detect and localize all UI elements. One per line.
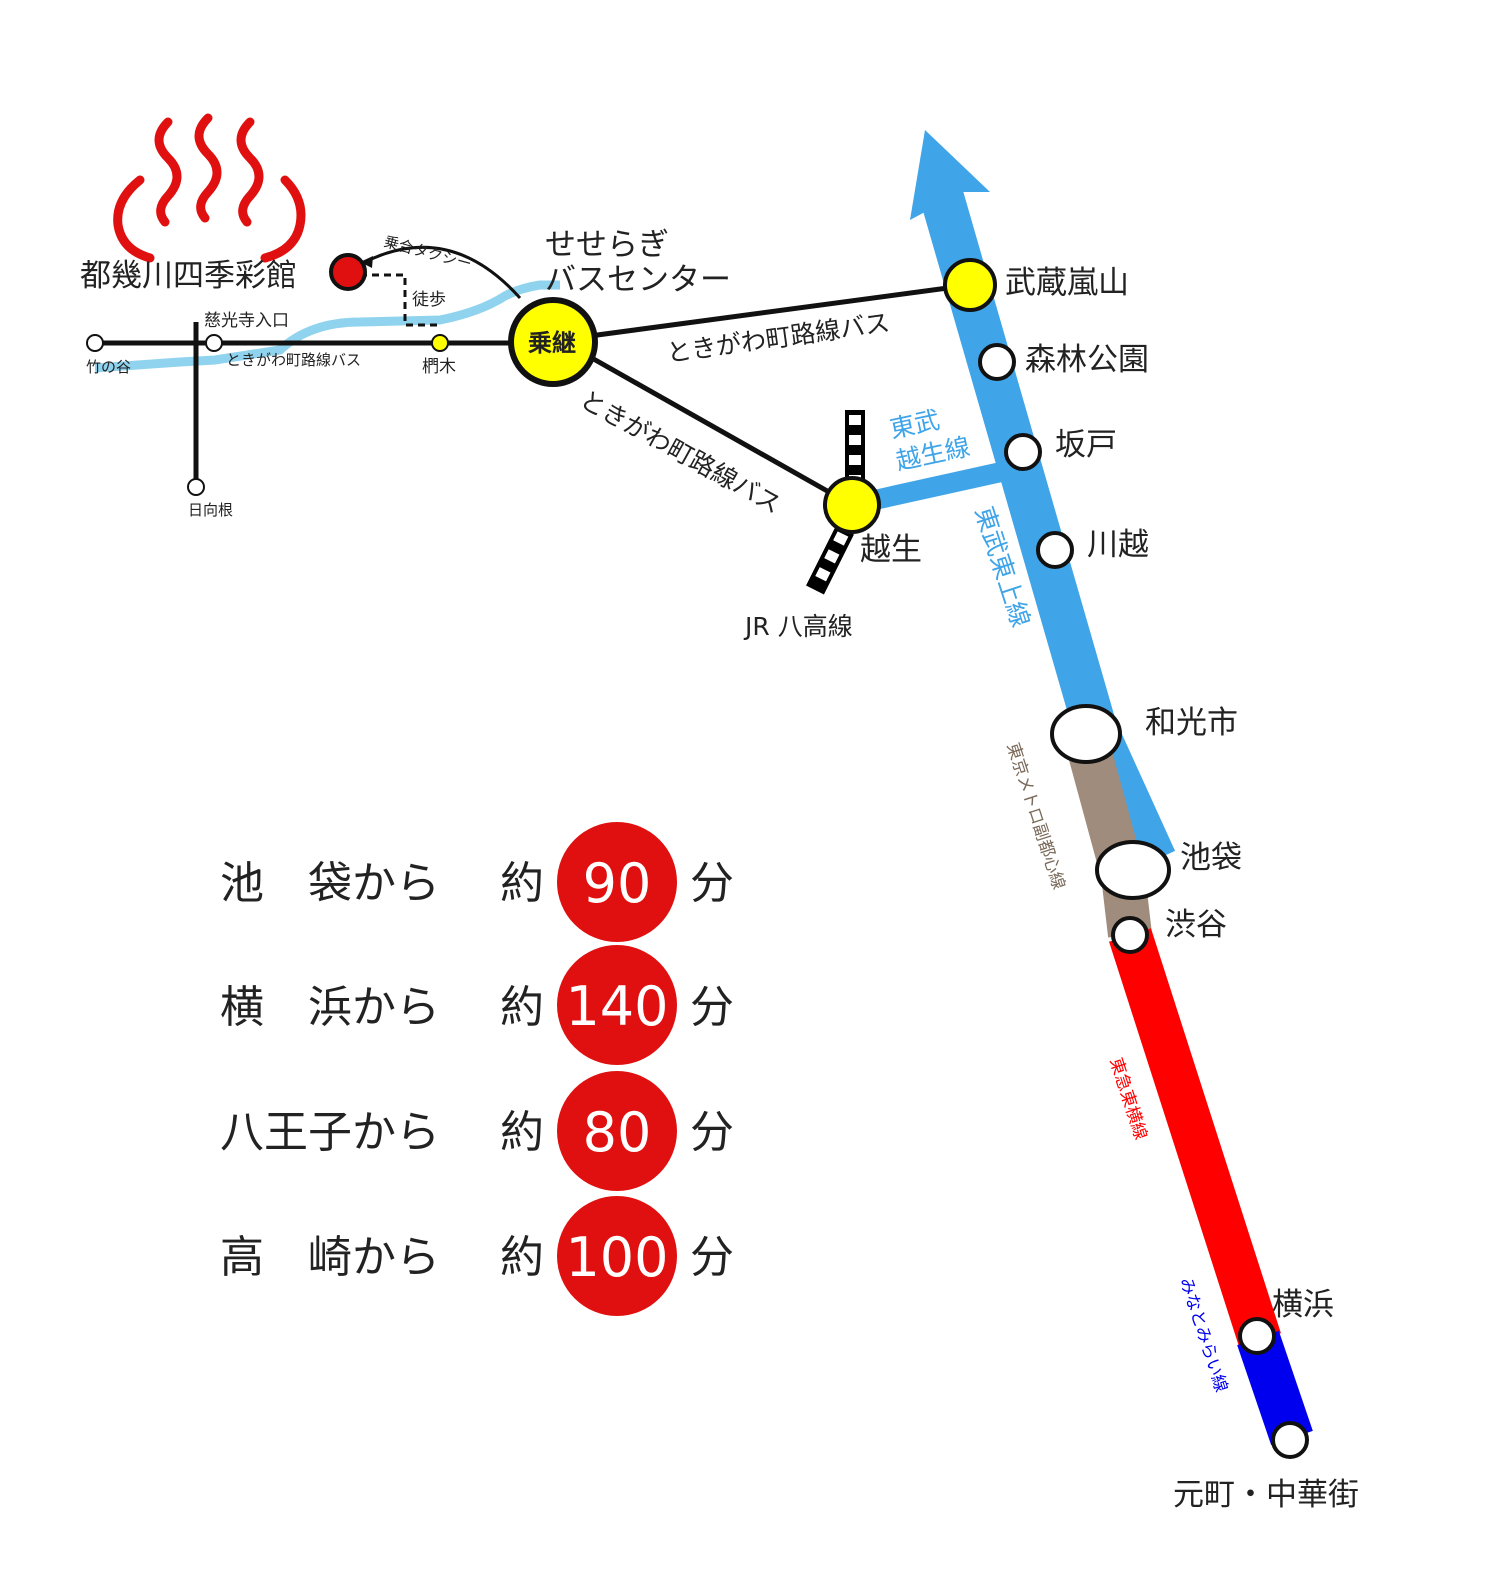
unit-label: 分 — [690, 1107, 734, 1158]
travel-time-row: 池 袋から 約 90 分 — [220, 822, 734, 942]
origin-label: 横 浜から — [220, 982, 440, 1033]
unit-label: 分 — [690, 858, 734, 909]
prefix-label: 約 — [500, 858, 544, 909]
station-ogose-label: 越生 — [860, 532, 922, 568]
origin-label: 八王子から — [220, 1107, 440, 1158]
station-wakoshi-label: 和光市 — [1145, 705, 1238, 741]
station-musashi-ranzan-label: 武蔵嵐山 — [1005, 265, 1129, 301]
minutes-value: 90 — [583, 852, 652, 915]
station-kawagoe-label: 川越 — [1087, 527, 1149, 563]
shared-taxi-label: 乗合タクシー — [382, 232, 474, 273]
bus-route-north-label: ときがわ町路線バス — [665, 308, 892, 368]
destination-label: 都幾川四季彩館 — [80, 258, 297, 294]
line-metro-label: 東京メトロ副都心線 — [1002, 740, 1068, 892]
stop-takenoya-label: 竹の谷 — [86, 358, 131, 376]
station-yokohama-label: 横浜 — [1272, 1287, 1334, 1323]
minutes-badge — [557, 1071, 677, 1191]
river — [94, 280, 560, 373]
transfer-paths — [360, 245, 522, 327]
minutes-value: 100 — [565, 1226, 668, 1289]
line-tokyu-label: 東急東横線 — [1105, 1055, 1150, 1142]
station-ikebukuro-label: 池袋 — [1180, 840, 1242, 876]
station-motomachi-label: 元町・中華街 — [1173, 1477, 1359, 1513]
minutes-value: 80 — [583, 1101, 652, 1164]
hub-label: 乗継 — [528, 329, 576, 357]
bus-center-label-line2: バスセンター — [545, 262, 731, 298]
prefix-label: 約 — [500, 982, 544, 1033]
minutes-badge — [557, 945, 677, 1065]
minatomirai-line — [1237, 1330, 1313, 1446]
tokyu-toyoko-line — [1109, 928, 1281, 1347]
stop-jikouji-label: 慈光寺入口 — [204, 311, 289, 331]
jr-hachiko-line — [806, 410, 865, 595]
travel-time-row: 高 崎から 約 100 分 — [220, 1196, 734, 1316]
unit-label: 分 — [690, 982, 734, 1033]
bus-routes — [95, 282, 971, 508]
minutes-badge — [557, 1196, 677, 1316]
line-jr-hachiko-label: JR 八高線 — [743, 612, 853, 641]
stations — [86, 253, 1309, 1459]
taxi-arrow-icon — [360, 256, 373, 268]
origin-label: 高 崎から — [220, 1232, 440, 1283]
prefix-label: 約 — [500, 1232, 544, 1283]
prefix-label: 約 — [500, 1107, 544, 1158]
travel-time-row: 八王子から 約 80 分 — [220, 1071, 734, 1191]
stop-hirabashi-label: 日向根 — [188, 501, 233, 519]
station-sakado-label: 坂戸 — [1055, 427, 1117, 463]
station-shibuya-label: 渋谷 — [1165, 907, 1227, 943]
station-shinrin-koen-label: 森林公園 — [1025, 342, 1149, 378]
unit-label: 分 — [690, 1232, 734, 1283]
travel-time-table: 池 袋から 約 90 分 横 浜から 約 140 分 八王子から 約 80 分 … — [220, 822, 734, 1316]
bus-center-label-line1: せせらぎ — [545, 227, 669, 263]
minutes-badge — [557, 822, 677, 942]
origin-label: 池 袋から — [220, 858, 440, 909]
walk-label: 徒歩 — [412, 290, 446, 310]
stop-tsuki-label: 椚木 — [422, 357, 456, 377]
minutes-value: 140 — [565, 975, 668, 1038]
travel-time-row: 横 浜から 約 140 分 — [220, 945, 734, 1065]
local-bus-label: ときがわ町路線バス — [226, 351, 361, 369]
onsen-icon — [113, 113, 306, 263]
